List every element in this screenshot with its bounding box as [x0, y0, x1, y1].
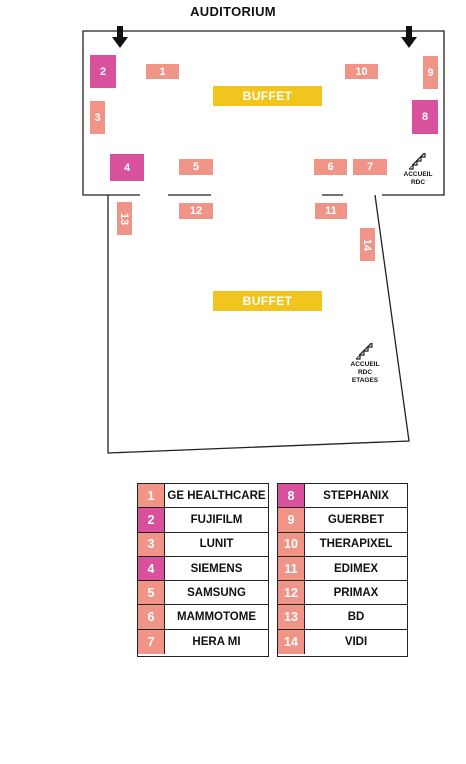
legend-exhibitor: FUJIFILM [164, 508, 268, 532]
stand-9[interactable]: 9 [423, 56, 438, 89]
accueil-floors: ETAGES [351, 377, 379, 384]
stand-10[interactable]: 10 [345, 64, 378, 79]
stand-7[interactable]: 7 [353, 159, 387, 175]
buffet-top: BUFFET [213, 86, 322, 106]
accueil-etages-marker: ACCUEIL RDC ETAGES [344, 340, 386, 385]
legend-number: 6 [138, 605, 164, 629]
legend-exhibitor: THERAPIXEL [304, 532, 407, 556]
legend-number: 7 [138, 629, 164, 655]
legend-exhibitor: STEPHANIX [304, 484, 407, 508]
floor-plan-outline [82, 30, 445, 454]
stand-3[interactable]: 3 [90, 101, 105, 134]
stand-14-label: 14 [361, 238, 374, 251]
stand-4[interactable]: 4 [110, 154, 144, 181]
legend-number: 13 [278, 605, 304, 629]
legend-exhibitor: LUNIT [164, 532, 268, 556]
arrow-down-icon [112, 26, 128, 48]
stand-5[interactable]: 5 [179, 159, 213, 175]
stand-6[interactable]: 6 [314, 159, 347, 175]
legend-number: 9 [278, 508, 304, 532]
stand-8[interactable]: 8 [412, 100, 438, 134]
stand-13-label: 13 [118, 212, 131, 225]
legend-number: 14 [278, 629, 304, 655]
accueil-label: ACCUEIL [350, 361, 380, 368]
stand-12[interactable]: 12 [179, 203, 213, 219]
buffet-bottom: BUFFET [213, 291, 322, 311]
legend-exhibitor: MAMMOTOME [164, 605, 268, 629]
stand-13[interactable]: 13 [117, 202, 132, 235]
accueil-level: RDC [357, 369, 373, 376]
legend-number: 11 [278, 556, 304, 581]
legend-exhibitor: EDIMEX [304, 556, 407, 581]
legend-number: 1 [138, 484, 164, 508]
accueil-rdc-marker: ACCUEIL RDC [398, 150, 438, 187]
legend-exhibitor: PRIMAX [304, 581, 407, 605]
stand-1[interactable]: 1 [146, 64, 179, 79]
legend-number: 3 [138, 532, 164, 556]
legend-exhibitor: GUERBET [304, 508, 407, 532]
legend-exhibitor: BD [304, 605, 407, 629]
legend-exhibitor: VIDI [304, 629, 407, 655]
legend-number: 2 [138, 508, 164, 532]
legend-exhibitor: HERA MI [164, 629, 268, 655]
stand-11[interactable]: 11 [315, 203, 347, 219]
legend-exhibitor: GE HEALTHCARE [164, 484, 268, 508]
accueil-label: ACCUEIL [403, 171, 433, 178]
stand-14[interactable]: 14 [360, 228, 375, 261]
map-title: AUDITORIUM [190, 4, 276, 19]
legend-number: 10 [278, 532, 304, 556]
legend-number: 12 [278, 581, 304, 605]
legend-number: 8 [278, 484, 304, 508]
legend-exhibitor: SIEMENS [164, 556, 268, 581]
legend-number: 5 [138, 581, 164, 605]
stairs-icon [408, 152, 426, 170]
arrow-down-icon [401, 26, 417, 48]
stand-2[interactable]: 2 [90, 55, 116, 88]
accueil-level: RDC [410, 179, 426, 186]
legend-exhibitor: SAMSUNG [164, 581, 268, 605]
stairs-icon [355, 342, 373, 360]
legend-number: 4 [138, 556, 164, 581]
